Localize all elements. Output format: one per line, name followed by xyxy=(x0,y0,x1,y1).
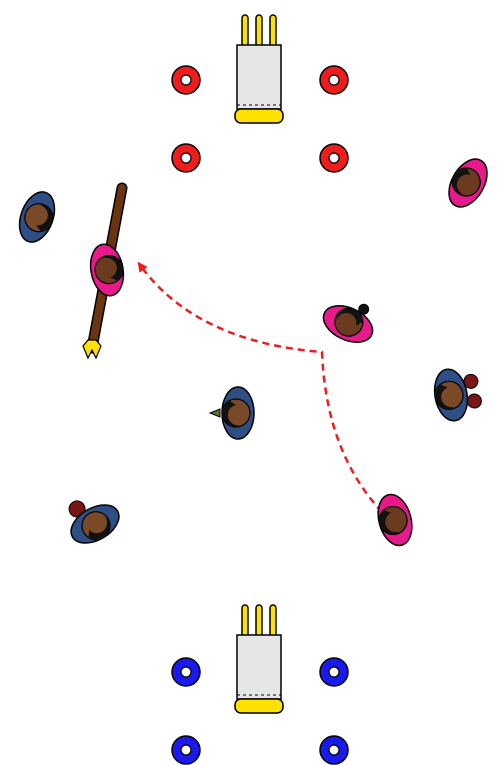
player-icon xyxy=(210,387,254,439)
cone-icon xyxy=(320,144,348,172)
player-icon xyxy=(431,364,484,423)
player-icon xyxy=(57,485,125,551)
player-icon xyxy=(441,152,495,213)
cone-icon xyxy=(172,144,200,172)
cone-icon xyxy=(172,66,200,94)
top-goal-icon xyxy=(235,15,283,123)
player-icon xyxy=(373,491,417,550)
player-with-racket-icon xyxy=(83,188,127,358)
cone-icon xyxy=(172,658,200,686)
player-icon xyxy=(318,290,382,349)
pass-arrow-icon xyxy=(140,265,382,512)
cone-icon xyxy=(320,736,348,764)
player-icon xyxy=(13,187,61,247)
cone-icon xyxy=(320,658,348,686)
cone-icon xyxy=(172,736,200,764)
bottom-goal-icon xyxy=(235,605,283,713)
cone-icon xyxy=(320,66,348,94)
